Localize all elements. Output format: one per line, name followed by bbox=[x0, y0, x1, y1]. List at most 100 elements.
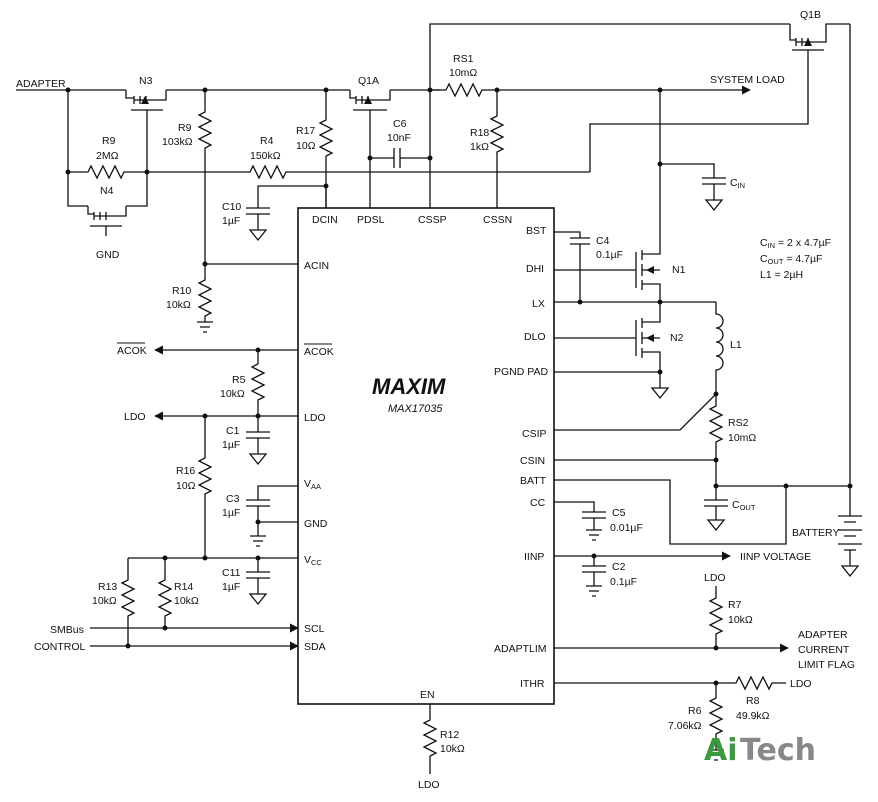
label-n4: N4 bbox=[100, 185, 114, 197]
label-cin: CIN bbox=[730, 177, 745, 190]
net-ldo-en: LDO bbox=[418, 779, 440, 791]
resistor-r5 bbox=[250, 350, 266, 416]
net-battery: BATTERY bbox=[792, 527, 839, 539]
label-n3: N3 bbox=[139, 75, 153, 87]
resistor-r9 bbox=[197, 90, 213, 264]
capacitor-c10 bbox=[246, 207, 270, 242]
mosfet-n2 bbox=[635, 302, 661, 372]
pin-pgnd: PGND PAD bbox=[494, 366, 548, 378]
pin-vaa: VAA bbox=[304, 478, 321, 491]
pin-bst: BST bbox=[526, 225, 547, 237]
value-c2: 0.1µF bbox=[610, 576, 637, 588]
battery-symbol bbox=[838, 486, 862, 578]
resistor-r8 bbox=[716, 675, 786, 691]
resistor-r12 bbox=[422, 704, 438, 774]
resistor-r9-2m bbox=[68, 164, 147, 180]
net-adapter: ADAPTER bbox=[16, 78, 66, 90]
label-r5: R5 bbox=[232, 374, 246, 386]
resistor-rs2 bbox=[708, 394, 724, 460]
value-r9b: 2MΩ bbox=[96, 150, 119, 162]
value-c10: 1µF bbox=[222, 215, 240, 227]
value-c5: 0.01µF bbox=[610, 522, 643, 534]
pin-acin: ACIN bbox=[304, 260, 329, 272]
value-r4: 150kΩ bbox=[250, 150, 281, 162]
label-q1b: Q1B bbox=[800, 9, 821, 21]
label-rs2: RS2 bbox=[728, 417, 749, 429]
net-adapter-flag-3: LIMIT FLAG bbox=[798, 659, 855, 671]
mosfet-n4 bbox=[87, 206, 127, 236]
resistor-r4 bbox=[147, 164, 590, 180]
net-control: CONTROL bbox=[34, 641, 85, 653]
resistor-r17 bbox=[318, 90, 334, 208]
label-c1: C1 bbox=[226, 425, 240, 437]
label-r6: R6 bbox=[688, 705, 702, 717]
label-r8: R8 bbox=[746, 695, 760, 707]
note-l1: L1 = 2µH bbox=[760, 269, 803, 281]
label-cout: COUT bbox=[732, 499, 756, 512]
aitech-watermark: Ai Tech bbox=[704, 733, 816, 768]
capacitor-c1 bbox=[246, 416, 270, 466]
net-adapter-flag-1: ADAPTER bbox=[798, 629, 848, 641]
label-l1: L1 bbox=[730, 339, 742, 351]
part-number: MAX17035 bbox=[388, 403, 443, 415]
resistor-r7 bbox=[708, 586, 724, 648]
value-rs1: 10mΩ bbox=[449, 67, 477, 79]
label-q1a: Q1A bbox=[358, 75, 379, 87]
pin-dcin: DCIN bbox=[312, 214, 338, 226]
label-c5: C5 bbox=[612, 507, 626, 519]
pin-dhi: DHI bbox=[526, 263, 544, 275]
net-smbus: SMBus bbox=[50, 624, 84, 636]
resistor-r13 bbox=[120, 558, 136, 646]
mosfet-q1b bbox=[589, 23, 850, 172]
net-gnd: GND bbox=[96, 249, 120, 261]
label-n1: N1 bbox=[672, 264, 686, 276]
label-r7: R7 bbox=[728, 599, 742, 611]
note-cout: COUT = 4.7µF bbox=[760, 253, 822, 266]
capacitor-c11 bbox=[246, 558, 270, 606]
pin-batt: BATT bbox=[520, 475, 547, 487]
value-r9: 103kΩ bbox=[162, 136, 193, 148]
mosfet-q1a bbox=[349, 90, 391, 208]
label-r4: R4 bbox=[260, 135, 274, 147]
maxim-logo: MAXIM bbox=[372, 374, 446, 399]
pin-acok: ACOK bbox=[304, 346, 334, 358]
value-c6: 10nF bbox=[387, 132, 411, 144]
pin-ithr: ITHR bbox=[520, 678, 545, 690]
value-c4: 0.1µF bbox=[596, 249, 623, 261]
label-c10: C10 bbox=[222, 201, 241, 213]
label-c2: C2 bbox=[612, 561, 626, 573]
net-ldo-r7: LDO bbox=[704, 572, 726, 584]
note-cin: CIN = 2 x 4.7µF bbox=[760, 237, 831, 250]
label-r13: R13 bbox=[98, 581, 117, 593]
capacitor-cout bbox=[704, 486, 728, 532]
label-r10: R10 bbox=[172, 285, 191, 297]
label-c6: C6 bbox=[393, 118, 407, 130]
net-adapter-flag-2: CURRENT bbox=[798, 644, 850, 656]
pin-cssp: CSSP bbox=[418, 214, 447, 226]
pin-cc: CC bbox=[530, 497, 546, 509]
pin-adaptlim: ADAPTLIM bbox=[494, 643, 547, 655]
pin-sda: SDA bbox=[304, 641, 326, 653]
capacitor-cin bbox=[702, 177, 726, 212]
label-rs1: RS1 bbox=[453, 53, 474, 65]
mosfet-n1 bbox=[635, 246, 661, 302]
label-c11: C11 bbox=[222, 567, 241, 579]
resistor-r14 bbox=[157, 558, 173, 628]
resistor-r18 bbox=[489, 90, 505, 208]
net-iinp-voltage: IINP VOLTAGE bbox=[740, 551, 811, 563]
ic-body bbox=[297, 207, 555, 705]
net-system-load: SYSTEM LOAD bbox=[710, 74, 785, 86]
pin-vcc: VCC bbox=[304, 554, 322, 567]
value-r16: 10Ω bbox=[176, 480, 196, 492]
value-r6: 7.06kΩ bbox=[668, 720, 702, 732]
pin-en: EN bbox=[420, 689, 435, 701]
label-r9b: R9 bbox=[102, 135, 116, 147]
value-r12: 10kΩ bbox=[440, 743, 465, 755]
svg-text:Ai: Ai bbox=[704, 733, 738, 768]
label-c4: C4 bbox=[596, 235, 610, 247]
label-r12: R12 bbox=[440, 729, 459, 741]
label-r16: R16 bbox=[176, 465, 195, 477]
value-r17: 10Ω bbox=[296, 140, 316, 152]
label-n2: N2 bbox=[670, 332, 684, 344]
